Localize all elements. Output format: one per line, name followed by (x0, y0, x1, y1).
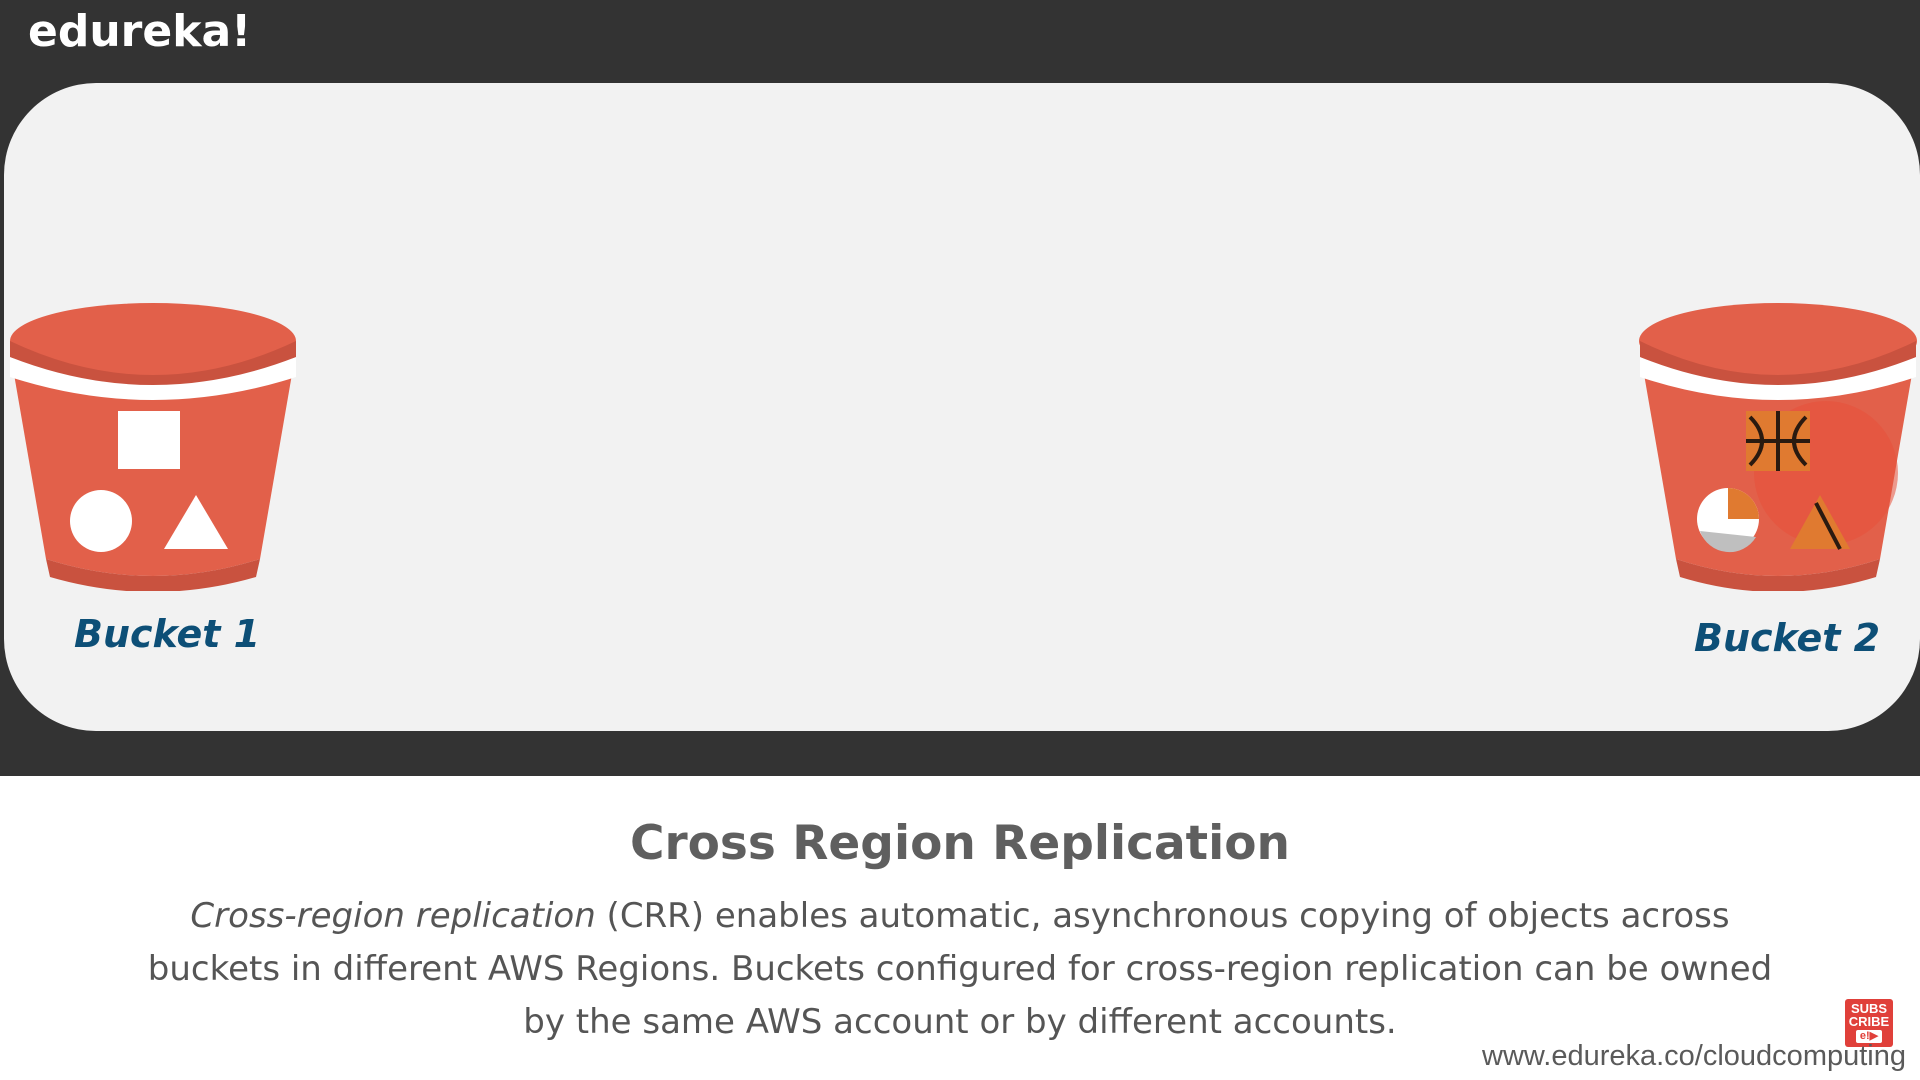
desc-line-1: Cross-region replication (CRR) enables a… (190, 896, 1729, 936)
slide-title: Cross Region Replication (629, 816, 1291, 871)
desc-line-3: by the same AWS account or by different … (523, 1002, 1397, 1042)
square-icon (118, 411, 180, 469)
bucket-2-label: Bucket 2 (1694, 616, 1881, 660)
basketball-square-icon (1746, 411, 1810, 471)
play-icon: e!▶ (1855, 1030, 1883, 1043)
edureka-logo: edureka! (28, 6, 252, 57)
bucket-1-icon (6, 301, 300, 591)
bucket-1-label: Bucket 1 (74, 612, 261, 656)
basketball-triangle-icon (1790, 495, 1850, 550)
diagram-panel (4, 83, 1920, 731)
subscribe-line-2: CRIBE (1848, 1014, 1890, 1029)
desc-italic-term: Cross-region replication (190, 896, 596, 936)
slide-description: Cross-region replication (CRR) enables a… (90, 890, 1830, 1049)
footer-url[interactable]: www.edureka.co/cloudcomputing (1482, 1040, 1906, 1072)
desc-line-2: buckets in different AWS Regions. Bucket… (147, 949, 1773, 989)
bucket-2-icon (1636, 301, 1920, 591)
circle-icon (70, 490, 132, 552)
subscribe-line-1: SUBS (1850, 1001, 1888, 1016)
desc-line-1-rest: (CRR) enables automatic, asynchronous co… (595, 896, 1730, 936)
triangle-icon (164, 495, 228, 549)
subscribe-button[interactable]: SUBS CRIBE e!▶ (1845, 999, 1893, 1047)
ball-circle-icon (1697, 488, 1759, 553)
